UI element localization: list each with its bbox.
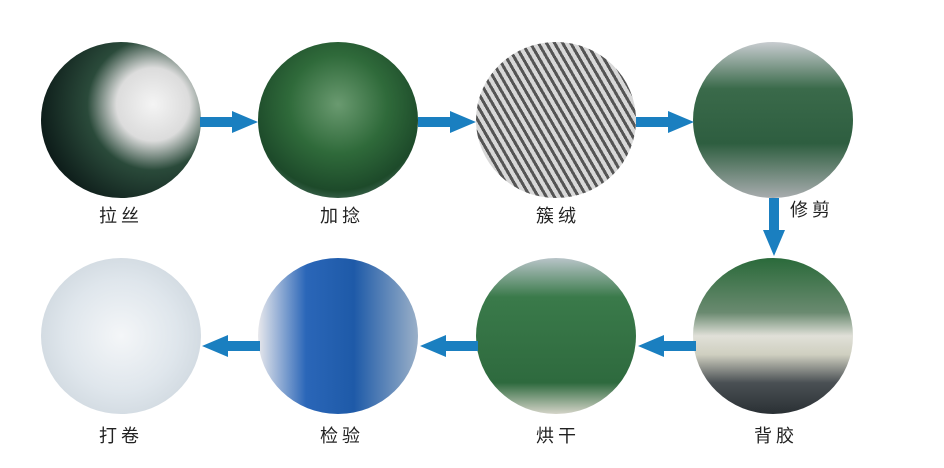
rolling-photo bbox=[41, 258, 201, 414]
yarn-twisting-photo bbox=[258, 42, 418, 198]
tufting-photo bbox=[476, 42, 636, 198]
arrow-right-icon bbox=[636, 111, 694, 133]
step-label: 加捻 bbox=[320, 206, 364, 227]
arrow-right-icon bbox=[200, 111, 258, 133]
arrow-down-icon bbox=[763, 198, 785, 256]
step-label: 检验 bbox=[320, 426, 364, 447]
inspection-photo bbox=[258, 258, 418, 414]
step-label: 烘干 bbox=[536, 426, 580, 447]
trimming-photo bbox=[693, 42, 853, 198]
step-label: 背胶 bbox=[754, 426, 798, 447]
arrow-left-icon bbox=[638, 335, 696, 357]
backing-glue-photo bbox=[693, 258, 853, 414]
drying-photo bbox=[476, 258, 636, 414]
arrow-right-icon bbox=[418, 111, 476, 133]
step-label: 拉丝 bbox=[99, 206, 143, 227]
step-label: 簇绒 bbox=[536, 206, 580, 227]
step-label: 打卷 bbox=[99, 426, 143, 447]
yarn-drawing-photo bbox=[41, 42, 201, 198]
arrow-left-icon bbox=[202, 335, 260, 357]
step-label: 修剪 bbox=[790, 200, 834, 221]
arrow-left-icon bbox=[420, 335, 478, 357]
